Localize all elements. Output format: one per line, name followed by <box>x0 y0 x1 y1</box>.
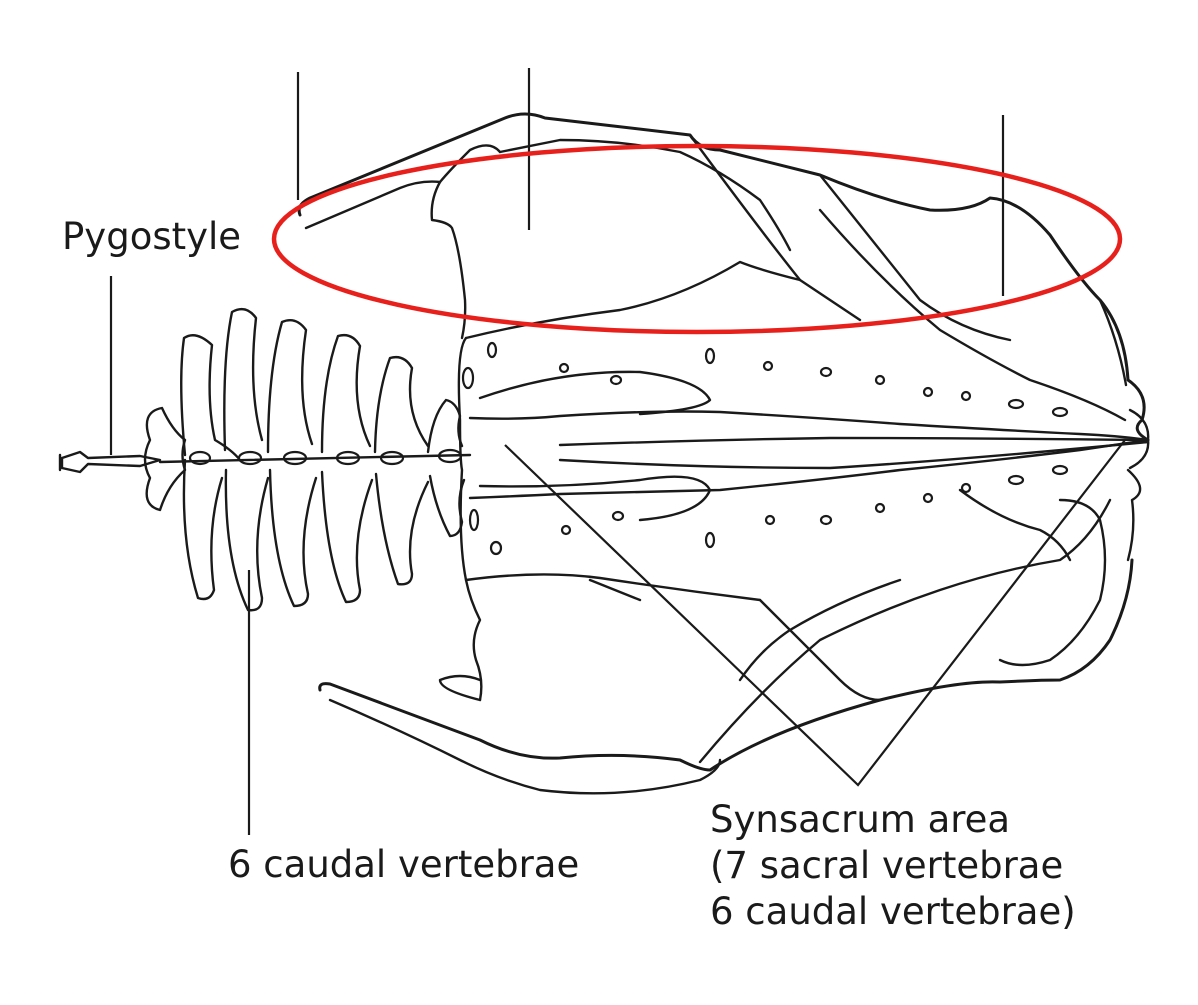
foramina <box>461 341 1069 556</box>
pelvis-upper-outline <box>297 112 1150 442</box>
caudal-vertebrae <box>143 307 472 612</box>
pygostyle-bone <box>58 450 162 474</box>
highlight-ellipse <box>271 143 1123 335</box>
label-synsacrum: Synsacrum area (7 sacral vertebrae 6 cau… <box>710 797 1076 935</box>
label-synsacrum-line-3: 6 caudal vertebrae) <box>710 890 1076 933</box>
synsacrum-body <box>457 336 1150 702</box>
pelvis-lower-outline <box>318 488 1134 795</box>
label-synsacrum-line-1: Synsacrum area <box>710 798 1011 841</box>
label-pygostyle: Pygostyle <box>62 215 242 258</box>
leader-line-synsacrum <box>504 439 1126 787</box>
label-synsacrum-line-2: (7 sacral vertebrae <box>710 844 1064 887</box>
label-caudal-vertebrae: 6 caudal vertebrae <box>228 843 580 886</box>
